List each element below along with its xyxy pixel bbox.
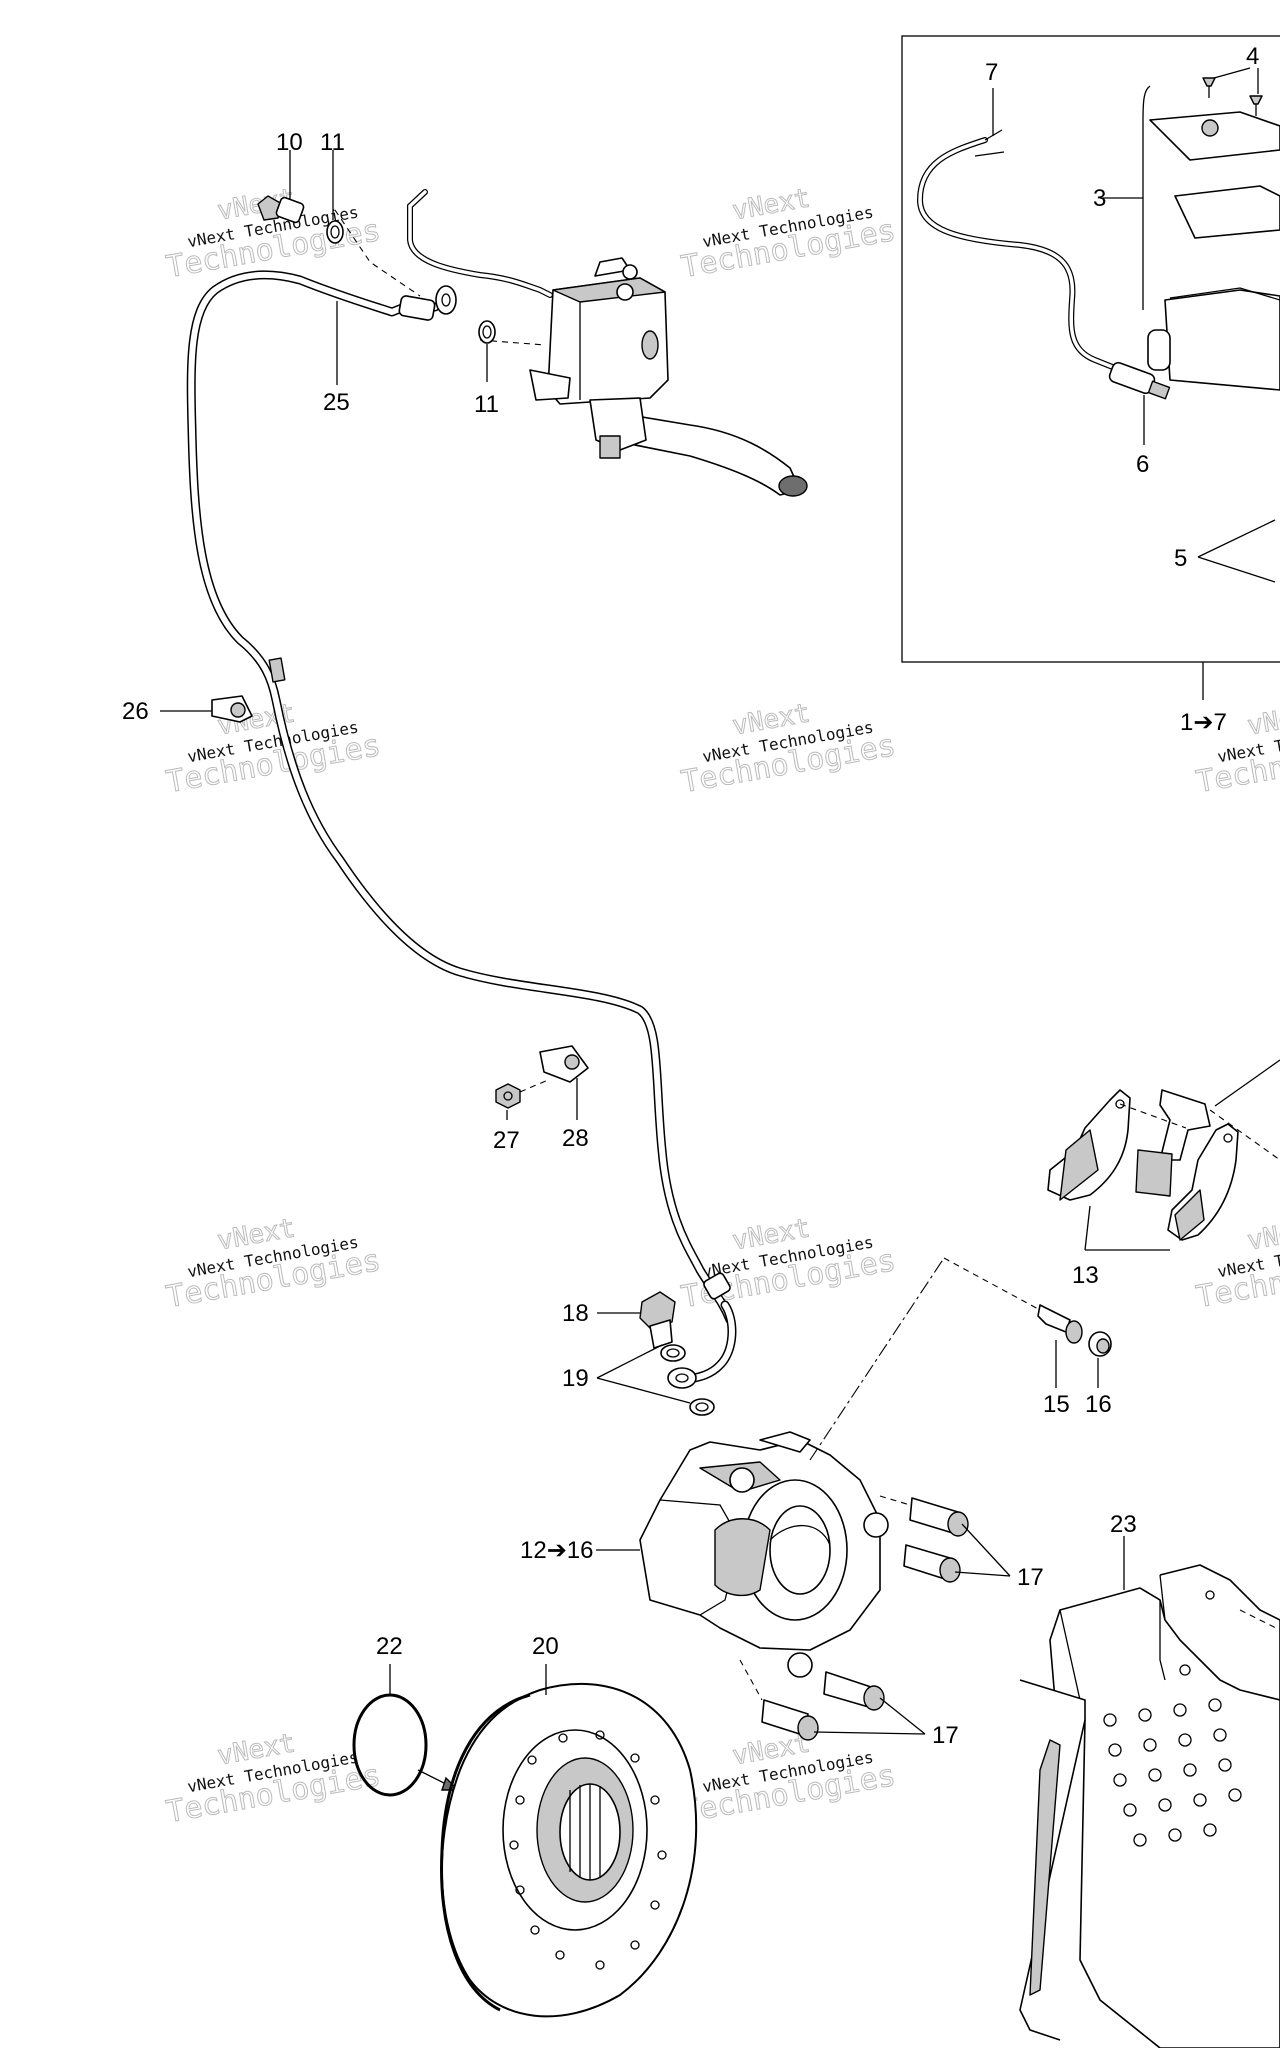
watermark: vNext vNext Technologies Technologies: [678, 1213, 899, 1316]
brake-guard: [1019, 1564, 1280, 2048]
watermark: vNext vNext Technologies Technologies: [163, 183, 384, 286]
cover-screws: [1202, 77, 1263, 116]
caliper-bolts-upper: [903, 1497, 969, 1583]
connection-dashline: [1239, 1609, 1280, 1631]
leader-line: [596, 1377, 691, 1404]
part-label-12-16: 12➔16: [520, 1537, 594, 1564]
part-label-25: 25: [323, 389, 350, 416]
o-ring: [352, 1693, 428, 1797]
leader-line: [961, 1523, 1011, 1577]
watermark: vNext vNext Technologies Technologies: [678, 183, 899, 286]
bleed-plug: [639, 1291, 676, 1349]
part-label-10: 10: [276, 129, 303, 156]
part-label-15: 15: [1043, 1391, 1070, 1418]
watermark: vNext vNext Technologies Technologies: [163, 698, 384, 801]
part-label-27: 27: [493, 1127, 520, 1154]
leader-line: [1214, 1059, 1280, 1107]
caliper-bolts-lower: [761, 1671, 885, 1741]
part-label-6: 6: [1136, 451, 1149, 478]
brake-caliper: [639, 1431, 889, 1678]
crush-washer-upper: [660, 1344, 686, 1362]
watermark: vNext vNext Technologies Technologies: [678, 698, 899, 801]
connection-dashline: [943, 1257, 1041, 1311]
part-label-22: 22: [376, 1633, 403, 1660]
banjo-fitting: [667, 1367, 697, 1389]
brake-light-switch: [1108, 361, 1171, 400]
watermark: vNext vNext Technologies Technologies: [163, 1213, 384, 1316]
leader-line: [813, 1731, 926, 1735]
leader-line: [596, 1344, 663, 1379]
bleed-screw: [1037, 1304, 1083, 1344]
part-label-23: 23: [1110, 1511, 1137, 1538]
hose-fitting-lower: [703, 1272, 731, 1300]
connection-dashline: [519, 1079, 549, 1093]
crush-washer-lower: [689, 1398, 715, 1416]
part-label-3: 3: [1093, 185, 1106, 212]
leader-line: [954, 1571, 1011, 1577]
brake-disc: [440, 1682, 698, 2018]
part-label-11a: 11: [320, 129, 345, 156]
hose-clip-upper: [211, 695, 253, 723]
nut: [495, 1083, 521, 1109]
master-cylinder-kit-inset: 1➔7 7 6 3: [901, 35, 1280, 736]
part-label-7: 7: [985, 59, 998, 86]
watermark-line0: vNext: [1245, 1213, 1280, 1256]
connection-dashline: [334, 209, 421, 297]
leader-line: [1197, 556, 1276, 583]
watermark: vNext vNext Technologies Technologies: [163, 1728, 384, 1831]
watermark-line0: vNext: [1245, 698, 1280, 741]
part-label-19: 19: [562, 1365, 589, 1392]
connection-dashline: [1119, 1103, 1187, 1129]
part-label-4: 4: [1246, 43, 1259, 70]
brake-pads: [1047, 1089, 1239, 1241]
inset-master-cylinder: [1147, 111, 1280, 391]
lever-tip: [778, 475, 808, 497]
connection-dashline: [879, 1495, 911, 1506]
leader-line: [879, 1697, 926, 1735]
part-label-28: 28: [562, 1125, 589, 1152]
leader-line: [1197, 519, 1276, 558]
watermark: vNext vNext Technologies Technologies: [678, 1728, 899, 1831]
hose-fitting-upper: [398, 295, 436, 321]
watermark: vNext vNext Technologies Technologies: [1193, 698, 1280, 801]
part-label-16: 16: [1085, 1391, 1112, 1418]
part-label-20: 20: [532, 1633, 559, 1660]
part-label-17a: 17: [1017, 1564, 1044, 1591]
part-label-26: 26: [122, 698, 149, 725]
leader-line: [1142, 85, 1151, 310]
sealing-washer-upper: [326, 220, 344, 244]
part-label-17b: 17: [932, 1722, 959, 1749]
part-label-13: 13: [1072, 1262, 1099, 1289]
banjo-bolt: [257, 195, 305, 224]
part-label-18: 18: [562, 1300, 589, 1327]
connection-dashline: [739, 1659, 763, 1701]
axis-line: [809, 1257, 945, 1461]
sealing-washer-lower: [478, 320, 496, 344]
leader-line: [1213, 67, 1251, 79]
part-label-1-7: 1➔7: [1180, 709, 1227, 736]
master-cylinder-assembly: [407, 189, 808, 497]
pad-spring: [1135, 1089, 1211, 1197]
part-label-11b: 11: [474, 391, 499, 418]
wire-harness: [916, 129, 1143, 381]
leader-line: [1084, 1205, 1091, 1251]
connection-dashline: [1209, 1109, 1280, 1161]
hose-clip-lower: [539, 1045, 589, 1083]
part-label-5: 5: [1174, 545, 1187, 572]
inset-frame: [901, 35, 1280, 663]
